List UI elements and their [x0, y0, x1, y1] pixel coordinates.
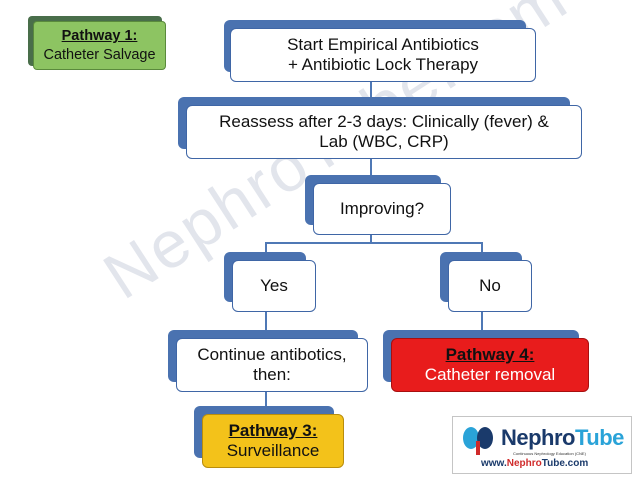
step-continue: Continue antibotics, then: — [168, 330, 368, 392]
branch-yes-label: Yes — [260, 275, 288, 295]
connector-yes-continue — [265, 308, 267, 330]
pathway3: Pathway 3: Surveillance — [194, 406, 344, 468]
pathway1-title: Pathway 1: — [61, 28, 138, 45]
connector-to-yes — [265, 242, 267, 254]
step-start-line2: + Antibiotic Lock Therapy — [287, 55, 479, 74]
step-start-line1: Start Empirical Antibiotics — [287, 34, 479, 54]
logo-tagline: Continuous Nephrology Education (CNE) — [513, 451, 586, 456]
pathway4: Pathway 4: Catheter removal — [383, 330, 589, 392]
pathway3-subtitle: Surveillance — [226, 441, 320, 460]
logo-name: NephroTube — [501, 425, 624, 450]
pathway1-box: Pathway 1: Catheter Salvage — [33, 21, 166, 70]
decision-label: Improving? — [339, 198, 425, 218]
decision-improving: Improving? — [305, 175, 451, 235]
pathway1-label: Pathway 1: Catheter Salvage — [28, 16, 166, 70]
connector-to-no — [481, 242, 483, 254]
connector-decision-down — [370, 233, 372, 243]
connector-branch-horizontal — [265, 242, 482, 244]
kidney-icon — [463, 427, 493, 455]
step-start: Start Empirical Antibiotics + Antibiotic… — [224, 20, 536, 82]
pathway1-subtitle: Catheter Salvage — [43, 46, 156, 63]
connector-no-pathway4 — [481, 308, 483, 330]
step-reassess: Reassess after 2-3 days: Clinically (fev… — [178, 97, 582, 159]
step-continue-line1: Continue antibotics, — [197, 344, 347, 364]
branch-yes: Yes — [224, 252, 316, 312]
step-reassess-line2: Lab (WBC, CRP) — [319, 132, 449, 151]
pathway3-title: Pathway 3: — [228, 420, 318, 440]
pathway4-subtitle: Catheter removal — [424, 365, 556, 384]
step-continue-line2: then: — [253, 365, 291, 384]
logo-url: www.NephroTube.com — [481, 458, 589, 469]
pathway4-title: Pathway 4: — [445, 344, 535, 364]
nephrotube-logo: NephroTube Continuous Nephrology Educati… — [452, 416, 632, 474]
connector-continue-pathway3 — [265, 390, 267, 408]
step-reassess-line1: Reassess after 2-3 days: Clinically (fev… — [219, 111, 549, 131]
branch-no: No — [440, 252, 532, 312]
branch-no-label: No — [479, 275, 501, 295]
connector-start-reassess — [370, 80, 372, 100]
connector-reassess-decision — [370, 156, 372, 176]
